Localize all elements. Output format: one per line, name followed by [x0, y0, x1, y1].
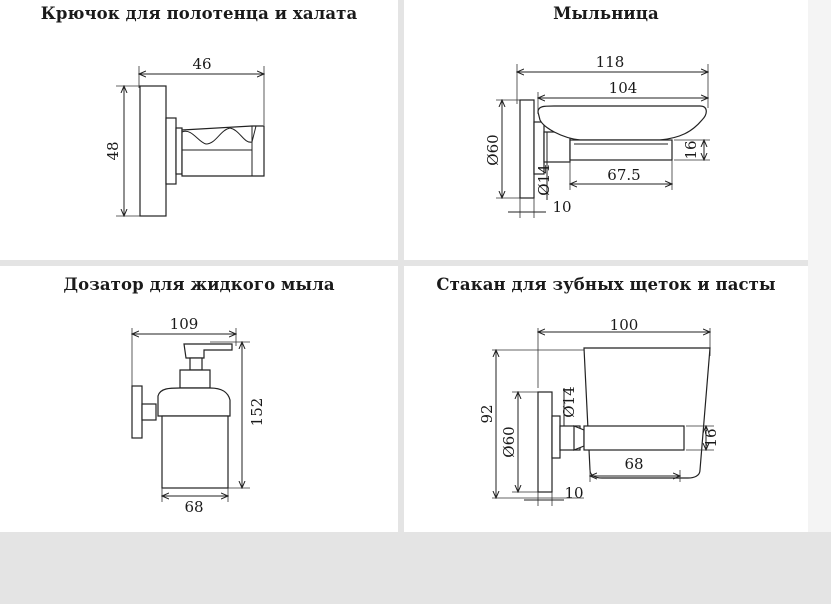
dispenser-holder	[157, 387, 231, 417]
dim-inner-label: 68	[624, 455, 643, 473]
dim-height-label: 92	[478, 404, 496, 423]
panel-hook: Крючок для полотенца и халата 46 48	[0, 0, 398, 260]
dispenser-bottle	[161, 415, 229, 489]
dim-width-label: 46	[192, 55, 211, 73]
dim-height-label: 48	[104, 141, 122, 160]
wall-plate	[537, 391, 553, 493]
wall-plate	[131, 385, 143, 439]
dish-bowl	[537, 105, 707, 141]
dispenser-drawing: 109 152 68	[0, 315, 266, 516]
dim-width-label: 109	[170, 315, 199, 333]
dim-inner-label: 67.5	[607, 166, 640, 184]
mount-arm	[141, 403, 157, 421]
hook-drawing: 46 48	[104, 55, 398, 260]
right-edge-strip	[808, 0, 831, 532]
panel-cup: Стакан для зубных щеток и пасты 100 92 Ø…	[404, 266, 808, 532]
mount-collar	[551, 415, 561, 459]
cup-ring	[583, 425, 685, 451]
pump-neck	[189, 357, 203, 371]
pump-collar	[179, 369, 211, 389]
dim-depth-label: 16	[682, 140, 700, 159]
panel-title: Дозатор для жидкого мыла	[63, 275, 335, 294]
panel-title: Стакан для зубных щеток и пасты	[436, 275, 776, 294]
soap-dish-drawing: 118 104 Ø60 16 67.5 Ø14 10	[484, 53, 710, 218]
pump-head	[183, 343, 233, 359]
wall-plate	[139, 85, 167, 217]
dim-dish-label: 104	[609, 79, 638, 97]
panel-title: Мыльница	[553, 4, 659, 23]
dim-width-label: 100	[610, 316, 639, 334]
dim-depth-label: 16	[702, 428, 720, 447]
dim-diameter-label: Ø60	[500, 426, 518, 457]
cup-glass	[583, 347, 711, 479]
panel-soap-dish: Мыльница 118 104 Ø60 16 67.5	[404, 0, 808, 260]
dim-diameter-label: Ø60	[484, 134, 502, 165]
panel-dispenser: Дозатор для жидкого мыла 109 152 68	[0, 266, 398, 532]
dish-holder	[569, 139, 673, 161]
dim-overall-label: 118	[596, 53, 625, 71]
dim-height-label: 152	[248, 398, 266, 427]
panel-title: Крючок для полотенца и халата	[40, 4, 358, 23]
dim-pipe-label: Ø14	[560, 386, 578, 417]
dim-offset-label: 10	[552, 198, 571, 216]
dim-pipe-label: Ø14	[535, 164, 553, 195]
wall-plate	[519, 99, 535, 199]
mount-collar	[165, 117, 177, 185]
mount-stem	[175, 127, 183, 175]
dim-base-label: 68	[184, 498, 203, 516]
cup-drawing: 100 92 Ø60 Ø14 16 68 10	[478, 316, 720, 506]
hook-curve	[181, 125, 257, 145]
dim-offset-label: 10	[564, 484, 583, 502]
